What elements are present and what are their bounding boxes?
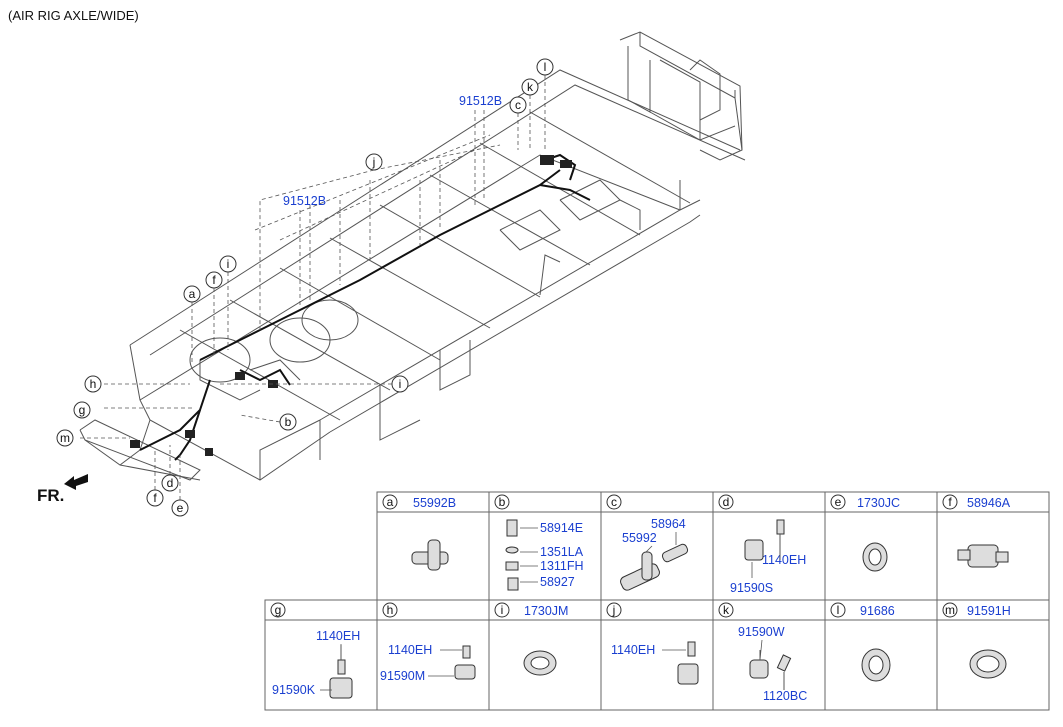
part-number: 58964	[651, 517, 686, 531]
callout-letter: l	[544, 60, 547, 74]
callout-h: h	[84, 375, 102, 393]
callout-letter: c	[515, 98, 521, 112]
part-number: 55992B	[413, 496, 456, 510]
callout-letter: h	[90, 377, 97, 391]
callout-letter: i	[501, 603, 504, 617]
clip-bolt-sketch-h	[454, 645, 476, 680]
legend-cell-a: a 55992B	[382, 494, 456, 510]
part-number: 1730JC	[857, 496, 900, 510]
callout-letter: m	[60, 431, 70, 445]
callout-letter: m	[945, 603, 955, 617]
legend-cell-k: k 91590W 1120BC	[718, 602, 807, 703]
part-number: 91590W	[738, 625, 785, 639]
part-sketches	[329, 519, 1009, 699]
part-number: 1140EH	[388, 643, 432, 657]
callout-f-top: f	[205, 271, 223, 289]
legend-cell-i: i 1730JM	[494, 602, 568, 618]
part-number: 1730JM	[524, 604, 568, 618]
legend-cell-e: e 1730JC	[830, 494, 900, 510]
callout-letter: a	[387, 495, 394, 509]
callout-letter: d	[167, 476, 174, 490]
part-number: 58946A	[967, 496, 1011, 510]
part-number: 91591H	[967, 604, 1011, 618]
callout-letter: h	[387, 603, 394, 617]
legend-cell-c: c 58964 55992	[606, 494, 686, 545]
part-number: 58914E	[540, 521, 583, 535]
front-direction-label: FR.	[37, 486, 65, 505]
part-number: 55992	[622, 531, 657, 545]
part-number: 1120BC	[763, 689, 807, 703]
callout-b: b	[279, 413, 297, 431]
callout-letter: g	[79, 403, 86, 417]
callout-letter: j	[372, 155, 376, 169]
legend-cell-g: g 1140EH 91590K	[270, 602, 360, 697]
callout-letter: a	[189, 287, 196, 301]
callout-letter: k	[723, 603, 730, 617]
callout-letter: i	[227, 257, 230, 271]
tee-fitting-sketch	[620, 543, 689, 591]
part-number-91512b-upper: 91512B	[459, 94, 502, 108]
callout-letter: e	[835, 495, 842, 509]
callout-f-bottom: f	[146, 489, 164, 507]
legend-cell-j: j 1140EH	[606, 602, 655, 657]
legend-leader-lines	[320, 527, 781, 691]
part-number-91512b-lower: 91512B	[283, 194, 326, 208]
callout-l: l	[536, 58, 554, 76]
part-number: 58927	[540, 575, 575, 589]
callout-letter: f	[153, 491, 157, 505]
part-number: 1140EH	[611, 643, 655, 657]
callout-a: a	[183, 285, 201, 303]
tee-connector-sketch	[411, 539, 449, 571]
callout-letter: e	[177, 501, 184, 515]
legend-cell-l: l 91686	[830, 602, 895, 618]
page-title: (AIR RIG AXLE/WIDE)	[8, 8, 139, 23]
callout-e: e	[171, 499, 189, 517]
callout-k: k	[521, 78, 539, 96]
harness-components	[130, 155, 572, 456]
part-number: 1140EH	[316, 629, 360, 643]
callout-c: c	[509, 96, 527, 114]
callout-g: g	[73, 401, 91, 419]
chassis-frame	[79, 31, 746, 481]
callout-letter: b	[285, 415, 292, 429]
valve-sketch	[957, 544, 1009, 568]
parts-legend-table	[264, 491, 1050, 711]
fastener-stack-sketch	[505, 519, 519, 591]
part-number: 91686	[860, 604, 895, 618]
part-number: 91590M	[380, 669, 425, 683]
callout-letter: i	[399, 377, 402, 391]
callout-letter: f	[948, 495, 952, 509]
legend-cell-m: m 91591H	[942, 602, 1011, 618]
legend-cell-f: f 58946A	[942, 494, 1011, 510]
clip-bolt-sketch-g	[329, 645, 353, 699]
part-number: 91590S	[730, 581, 773, 595]
part-number: 1351LA	[540, 545, 584, 559]
callout-i-top: i	[219, 255, 237, 273]
part-number: 91590K	[272, 683, 316, 697]
callout-i-right: i	[391, 375, 409, 393]
clip-bolt-sketch-d	[744, 519, 785, 561]
clip-bolt-sketch-j	[677, 641, 699, 685]
legend-cell-h: h 1140EH 91590M	[380, 602, 432, 683]
legend-cell-d: d 1140EH 91590S	[718, 494, 806, 595]
callout-letter: g	[275, 603, 282, 617]
part-number: 1311FH	[540, 559, 584, 573]
front-arrow-icon	[64, 474, 88, 490]
callout-d: d	[161, 474, 179, 492]
clip-bolt-sketch-k	[749, 650, 792, 690]
callout-letter: j	[612, 603, 616, 617]
callout-letter: k	[527, 80, 534, 94]
legend-cell-b: b 58914E 1351LA 1311FH 58927	[494, 494, 584, 589]
callout-letters: l k c j i f a h	[56, 58, 554, 517]
callout-letter: b	[499, 495, 506, 509]
callout-letter: c	[611, 495, 617, 509]
callout-letter: l	[837, 603, 840, 617]
callout-m: m	[56, 429, 74, 447]
part-number: 1140EH	[762, 553, 806, 567]
callout-letter: d	[723, 495, 730, 509]
callout-j: j	[365, 153, 383, 171]
callout-letter: f	[212, 273, 216, 287]
leader-lines	[80, 75, 546, 500]
